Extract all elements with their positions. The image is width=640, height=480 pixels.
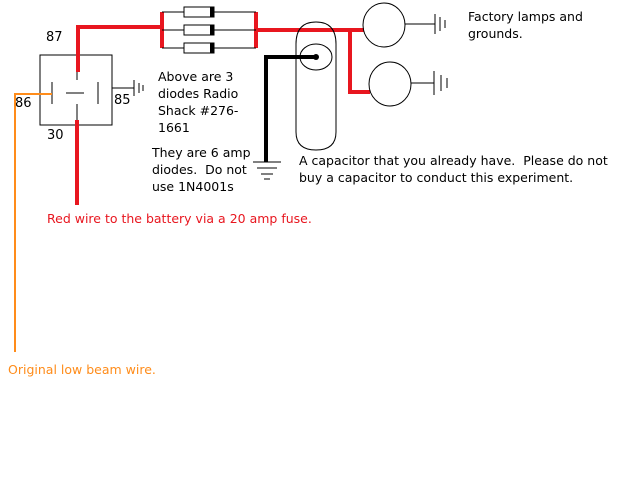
diode-1: [162, 6, 256, 18]
diodes-description-note: Above are 3 diodes Radio Shack #276- 166…: [158, 69, 239, 135]
relay-pin-86-label: 86: [15, 96, 32, 111]
factory-lamps-note: Factory lamps and grounds.: [468, 9, 583, 41]
capacitor-body: [295, 21, 337, 151]
factory-lamp-1: [362, 2, 406, 48]
capacitor-note: A capacitor that you already have. Pleas…: [299, 153, 608, 185]
capacitor-ground-wire: [264, 55, 316, 162]
relay-pin-87-label: 87: [46, 30, 63, 45]
diode-2: [162, 24, 256, 36]
red-wire-note: Red wire to the battery via a 20 amp fus…: [47, 211, 312, 226]
red-wire-87-to-diodes: [76, 25, 162, 72]
factory-lamp-2: [368, 61, 412, 107]
orange-wire-86-to-low-beam: [14, 93, 52, 352]
relay-pin-30-label: 30: [47, 128, 64, 143]
diode-3: [162, 42, 256, 54]
diodes-amp-note: They are 6 amp diodes. Do not use 1N4001…: [152, 145, 251, 194]
red-wire-to-lamp2: [348, 30, 370, 94]
low-beam-note: Original low beam wire.: [8, 362, 156, 377]
relay-pin-85-label: 85: [114, 93, 131, 108]
